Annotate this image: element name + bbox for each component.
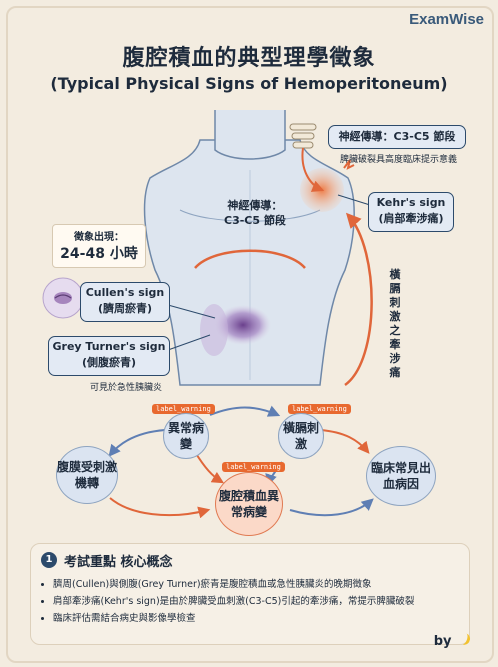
- cervical-spine-icon: [289, 123, 317, 149]
- onset-card: 徵象出現： 24-48 小時: [52, 224, 146, 268]
- kehr-pointer: [337, 194, 371, 206]
- flow-arrow-top: [209, 405, 281, 417]
- grey-turner-sign-box: Grey Turner's sign (側腹瘀青): [48, 336, 170, 376]
- cullen-sign-box: Cullen's sign (臍周瘀青): [80, 282, 170, 322]
- page-title: 腹腔積血的典型理學徵象: [122, 46, 376, 71]
- key-points-number: 1: [41, 552, 57, 568]
- kehr-sign-box: Kehr's sign (肩部牽涉痛): [368, 192, 454, 232]
- nerve-label: 神經傳導： C3-C5 節段: [224, 199, 286, 227]
- flow-arrow-bottom-left: [109, 497, 211, 519]
- node-abnormal-lesion: 異常病變: [163, 413, 209, 459]
- page-subtitle: (Typical Physical Signs of Hemoperitoneu…: [50, 74, 448, 93]
- flow-arrow-right: [319, 429, 370, 454]
- node-hemoperitoneum: 腹腔積血異常病變: [215, 472, 283, 536]
- warning-tag-abnormal: label_warning: [152, 404, 215, 414]
- flow-arrow-left: [108, 429, 166, 457]
- nerve-conduction-note: 脾臟破裂具高度臨床提示意義: [340, 155, 458, 165]
- page-border: [6, 6, 494, 663]
- warning-tag-diaphragm: label_warning: [288, 404, 351, 414]
- referred-pain-arrow: [344, 212, 373, 387]
- key-points-title: 考試重點 核心概念: [64, 555, 173, 570]
- flow-arrow-bottom-right: [289, 498, 374, 517]
- flow-arrow-down: [194, 451, 225, 484]
- node-clinical-causes: 臨床常見出血病因: [366, 446, 436, 506]
- banana-icon: [457, 631, 472, 647]
- node-diaphragm-irritation: 橫膈刺激: [278, 413, 324, 459]
- neck: [214, 110, 286, 160]
- byline: by: [434, 631, 472, 649]
- key-point-item: 臍周(Cullen)與側腹(Grey Turner)瘀青是腹腔積血或急性胰臟炎的…: [53, 576, 414, 593]
- nerve-path: [301, 147, 325, 192]
- key-points-list: 臍周(Cullen)與側腹(Grey Turner)瘀青是腹腔積血或急性胰臟炎的…: [31, 576, 414, 627]
- key-point-item: 肩部牽涉痛(Kehr's sign)是由於脾臟受血刺激(C3-C5)引起的牽涉痛…: [53, 593, 414, 610]
- nerve-conduction-box: 神經傳導：C3-C5 節段: [328, 125, 466, 149]
- brand-logo: ExamWise: [409, 11, 484, 28]
- warning-tag-center: label_warning: [222, 462, 285, 472]
- grey-turner-note: 可見於急性胰臟炎: [90, 383, 163, 393]
- node-peritoneal-mechanism: 腹膜受刺激機轉: [56, 446, 118, 504]
- pain-flash-icon: [343, 159, 355, 170]
- torso-outline: [143, 139, 355, 386]
- grey-turner-pointer: [167, 334, 211, 351]
- diaphragm-line: [194, 249, 306, 269]
- referred-pain-label: 橫膈刺激之牽涉痛: [389, 268, 401, 379]
- cullen-pointer: [167, 304, 216, 319]
- flank-bruise: [215, 305, 271, 345]
- key-points-panel: 1 考試重點 核心概念 臍周(Cullen)與側腹(Grey Turner)瘀青…: [30, 543, 470, 645]
- key-point-item: 臨床評估需結合病史與影像學檢查: [53, 610, 414, 627]
